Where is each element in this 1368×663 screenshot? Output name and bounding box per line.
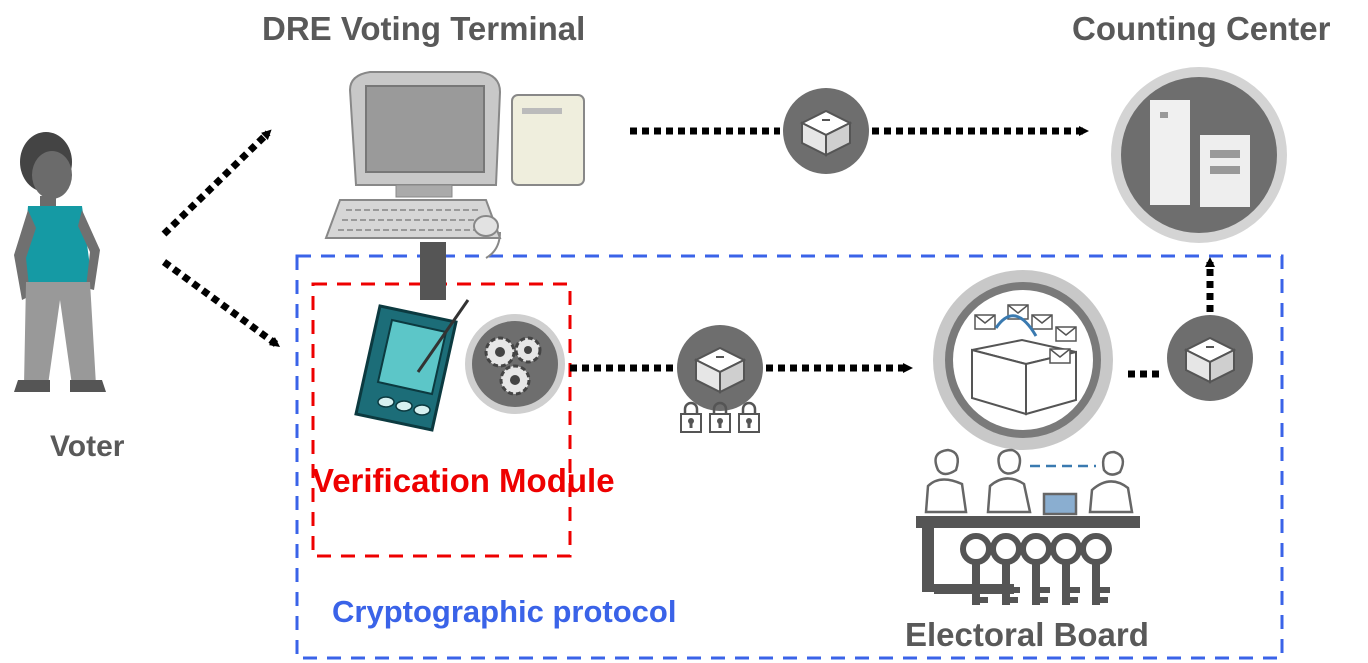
electoral-board-label: Electoral Board <box>905 616 1149 653</box>
board-members-icon <box>924 448 1134 516</box>
voter-to-terminal-arrow <box>161 129 272 237</box>
computer-terminal-icon <box>324 71 585 259</box>
voter-person-icon <box>14 132 106 392</box>
key-icon <box>963 536 1110 605</box>
ballot-envelopes-icon <box>933 270 1113 450</box>
terminal-connector <box>420 242 446 300</box>
cryptographic-protocol-boundary <box>295 254 1284 660</box>
gears-icon <box>465 314 565 414</box>
dre-terminal-label: DRE Voting Terminal <box>262 10 586 47</box>
voter-to-module-arrow <box>161 259 281 347</box>
voter-label: Voter <box>50 430 125 463</box>
encrypted-ballot-icon <box>677 325 763 411</box>
counting-center-label: Counting Center <box>1072 10 1331 47</box>
verification-module-label: Verification Module <box>312 462 615 499</box>
handheld-device-icon <box>354 299 470 432</box>
ballot-box-icon <box>1167 315 1253 401</box>
arrows <box>161 126 1215 378</box>
cryptographic-protocol-label: Cryptographic protocol <box>332 594 677 629</box>
ballot-box-icon <box>783 88 869 174</box>
server-icon <box>1111 67 1287 243</box>
